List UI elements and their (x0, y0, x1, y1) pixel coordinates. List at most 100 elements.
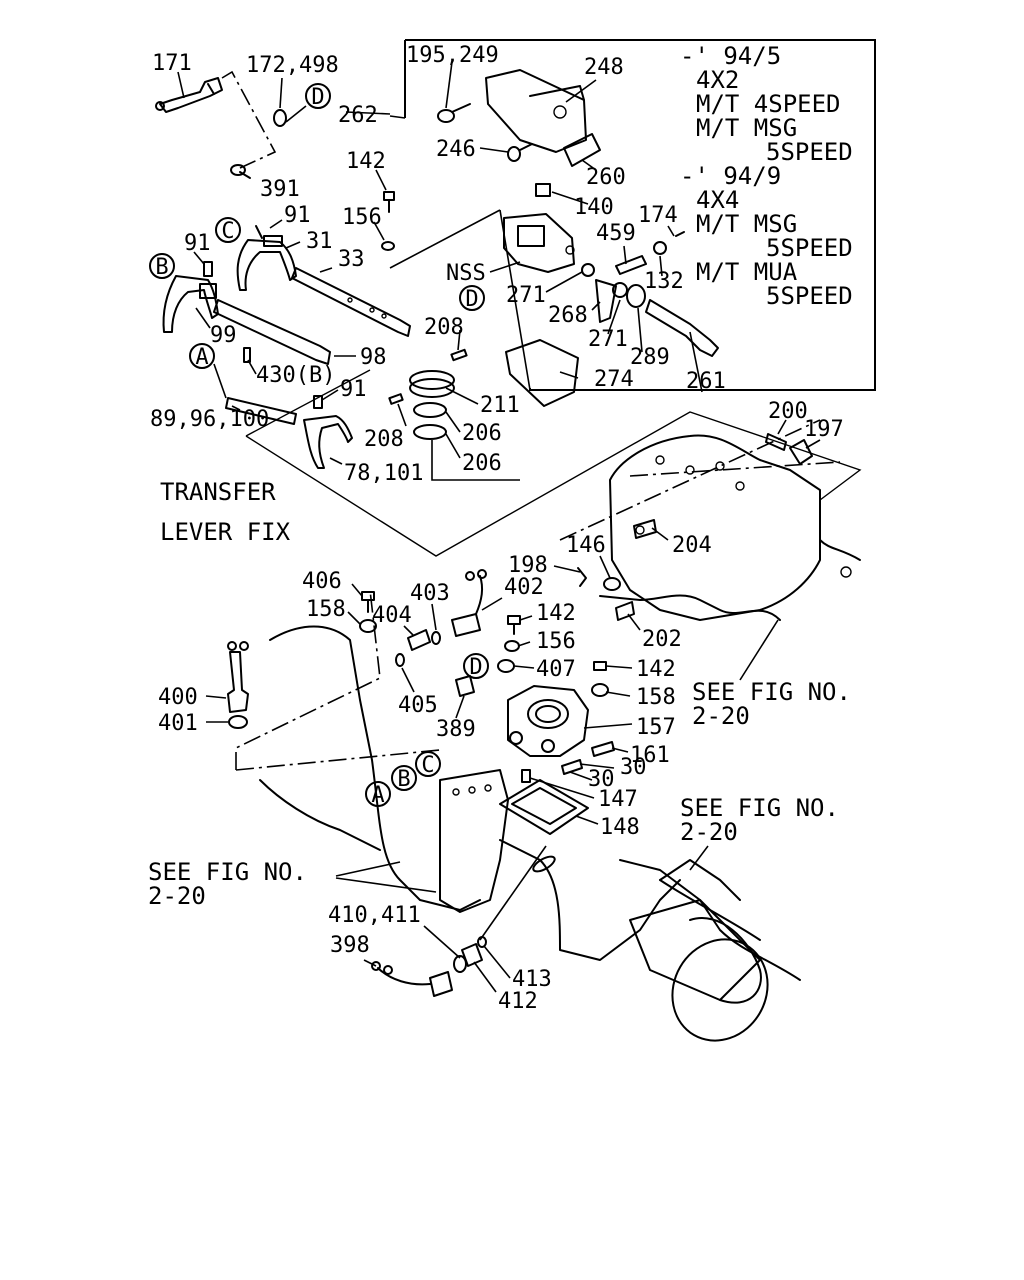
label-89: 89,96,100 (150, 407, 269, 432)
part-number-labels: 171 172,498 262 391 142 156 91 91 31 33 … (150, 43, 844, 1014)
label-413: 413 (512, 967, 552, 992)
label-410: 410,411 (328, 903, 421, 928)
label-161: 161 (630, 743, 670, 768)
see-fig-2-line2: 2-20 (680, 818, 738, 846)
pin-208 (450, 348, 468, 362)
label-91c: 91 (340, 377, 367, 402)
see-fig-ref-1: SEE FIG NO. 2-20 (692, 678, 851, 730)
label-262: 262 (338, 103, 378, 128)
see-fig-3-line2: 2-20 (148, 882, 206, 910)
ring-410 (453, 955, 467, 973)
label-157: 157 (636, 715, 676, 740)
label-NSS: NSS (446, 261, 486, 286)
svg-text:A: A (371, 783, 384, 808)
leader-tower2 (235, 749, 441, 771)
label-401: 401 (158, 711, 198, 736)
label-459: 459 (596, 221, 636, 246)
label-389: 389 (436, 717, 476, 742)
svg-text:A: A (195, 345, 208, 370)
svg-text:B: B (397, 767, 410, 792)
housing-NSS (503, 213, 575, 273)
washer-158b (591, 683, 609, 697)
marker-C1: C (215, 217, 241, 244)
label-407: 407 (536, 657, 576, 682)
label-leaders (177, 61, 821, 993)
label-30b: 30 (588, 767, 615, 792)
label-142c: 142 (636, 657, 676, 682)
see-fig-ref-3: SEE FIG NO. 2-20 (148, 858, 307, 910)
label-403: 403 (410, 581, 450, 606)
label-248: 248 (584, 55, 624, 80)
transmission-case-left (259, 625, 509, 913)
bolt-146 (603, 577, 621, 591)
sensor-402 (451, 569, 487, 637)
washer-401 (228, 715, 248, 729)
transfer-lever-fix-note: TRANSFER LEVER FIX (160, 478, 291, 546)
label-146: 146 (566, 533, 606, 558)
bolt-391 (230, 164, 251, 179)
marker-A1: A (189, 343, 215, 370)
switch-171 (155, 77, 223, 113)
pin-161 (591, 741, 615, 757)
label-398: 398 (330, 933, 370, 958)
note-line-7: 4X4 (696, 186, 739, 214)
washer-407 (497, 659, 515, 673)
ring-211 (409, 370, 455, 398)
label-195: 195,249 (406, 43, 499, 68)
label-142b: 142 (536, 601, 576, 626)
bushing-289 (626, 284, 646, 308)
shift-rod-98 (213, 299, 331, 365)
gasket-148 (499, 779, 589, 835)
plug-202 (615, 601, 635, 621)
roller-260 (563, 133, 601, 167)
bolt-142b (507, 615, 521, 635)
washer-172 (273, 109, 287, 127)
note-line-9: 5SPEED (766, 234, 853, 262)
label-132: 132 (644, 269, 684, 294)
note-line-1: -' 94/5 (680, 42, 781, 70)
svg-text:C: C (421, 753, 434, 778)
clip-198 (577, 567, 587, 587)
label-400: 400 (158, 685, 198, 710)
see-fig-1-line2: 2-20 (692, 702, 750, 730)
label-31: 31 (306, 229, 333, 254)
svg-text:B: B (155, 255, 168, 280)
note-line-11: 5SPEED (766, 282, 853, 310)
pin-208b (388, 393, 404, 405)
rod-459 (615, 255, 647, 275)
lever-268 (581, 263, 628, 323)
svg-text:C: C (221, 219, 234, 244)
plug-389 (455, 675, 475, 697)
shift-fork-99 (162, 261, 219, 333)
label-206a: 206 (462, 421, 502, 446)
label-202: 202 (642, 627, 682, 652)
label-171: 171 (152, 51, 192, 76)
marker-B2: B (391, 765, 417, 792)
guide-274 (505, 339, 579, 407)
shift-rod-89 (225, 397, 297, 425)
label-406: 406 (302, 569, 342, 594)
pin-430 (243, 347, 251, 363)
bolt-195 (437, 103, 471, 123)
leader-tower (235, 589, 381, 770)
link-261 (645, 299, 719, 357)
label-200: 200 (768, 399, 808, 424)
oring-large (532, 855, 556, 873)
applicability-notes: -' 94/5 4X2 M/T 4SPEED M/T MSG 5SPEED -'… (680, 42, 853, 310)
label-289: 289 (630, 345, 670, 370)
label-412: 412 (498, 989, 538, 1014)
washer-158a (359, 619, 377, 633)
marker-C2: C (415, 751, 441, 778)
see-fig-3-line1: SEE FIG NO. (148, 858, 307, 886)
bolt-246 (507, 143, 533, 162)
note-line-3: M/T 4SPEED (696, 90, 841, 118)
svg-text:D: D (469, 655, 482, 680)
label-274: 274 (594, 367, 634, 392)
label-174: 174 (638, 203, 678, 228)
switch-140 (535, 183, 551, 197)
transfer-note-line1: TRANSFER (160, 478, 276, 506)
see-fig-ref-2: SEE FIG NO. 2-20 (680, 794, 839, 846)
pin-30 (561, 759, 583, 775)
label-404: 404 (372, 603, 412, 628)
